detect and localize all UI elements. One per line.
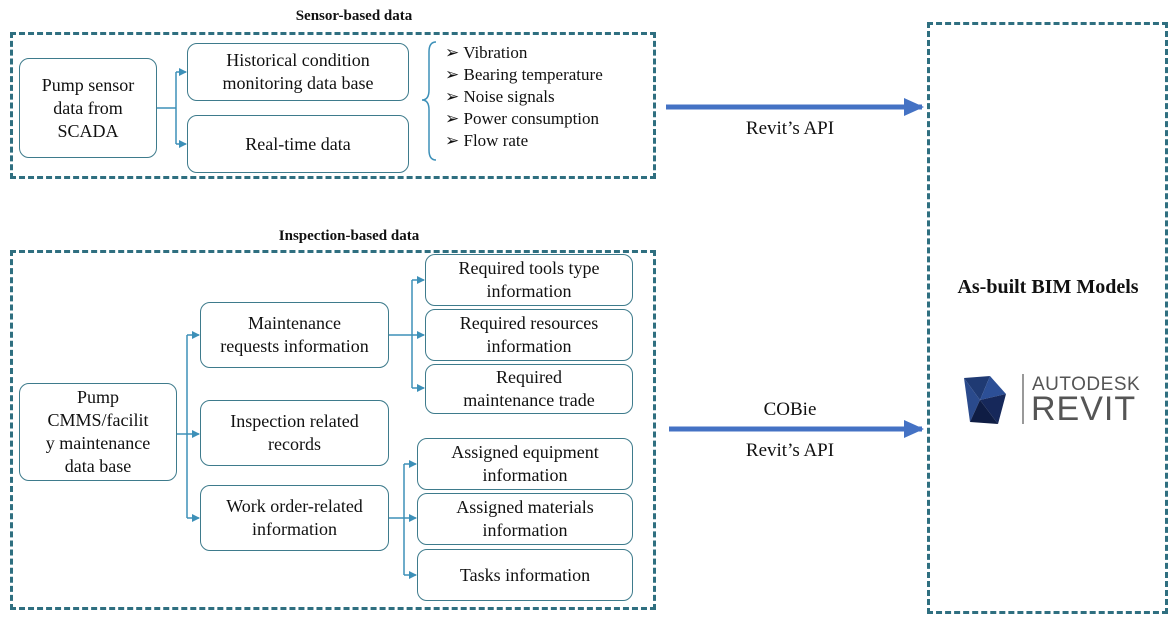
- maintenance-connector: [389, 276, 425, 392]
- logo-divider: [1022, 374, 1024, 424]
- bullet-marker-icon: ➢: [445, 65, 460, 84]
- required-resources-box: Required resources information: [425, 309, 633, 361]
- sensor-section-title: Sensor-based data: [295, 8, 413, 24]
- bullet-marker-icon: ➢: [445, 131, 460, 150]
- sensor-section-frame: [10, 32, 656, 179]
- realtime-data-box: Real-time data: [187, 115, 409, 173]
- logo-line2: REVIT: [1031, 390, 1137, 428]
- logo-line1: AUTODESK: [1032, 374, 1141, 395]
- inspection-section-title: Inspection-based data: [278, 228, 420, 244]
- inspection-source-box: Pump CMMS/facilit y maintenance data bas…: [19, 383, 177, 481]
- sensor-connector: [157, 68, 187, 148]
- historical-data-box: Historical condition monitoring data bas…: [187, 43, 409, 101]
- bullet-marker-icon: ➢: [445, 109, 460, 128]
- bullet-item: ➢ Power consumption: [445, 109, 600, 128]
- inspection-connector: [177, 331, 200, 522]
- workorder-connector: [389, 460, 417, 579]
- assigned-materials-box: Assigned materials information: [417, 493, 633, 545]
- bullet-item: ➢ Noise signals: [445, 87, 555, 106]
- bullet-marker-icon: ➢: [445, 87, 460, 106]
- required-tools-box: Required tools type information: [425, 254, 633, 306]
- bullet-item: ➢ Bearing temperature: [445, 65, 603, 84]
- sensor-arrow-label: Revit’s API: [745, 118, 835, 139]
- sensor-source-box: Pump sensor data from SCADA: [19, 58, 157, 158]
- bim-title: As-built BIM Models: [957, 276, 1139, 298]
- assigned-equipment-box: Assigned equipment information: [417, 438, 633, 490]
- required-trade-box: Required maintenance trade: [425, 364, 633, 414]
- maintenance-requests-box: Maintenance requests information: [200, 302, 389, 368]
- bullet-brace: [421, 41, 437, 161]
- inspection-section-frame: [10, 250, 656, 610]
- tasks-information-box: Tasks information: [417, 549, 633, 601]
- bullet-item: ➢ Vibration: [445, 43, 528, 62]
- bullet-marker-icon: ➢: [445, 43, 460, 62]
- bim-section-frame: [927, 22, 1168, 614]
- revit-mark-icon: [964, 376, 1006, 424]
- work-order-box: Work order-related information: [200, 485, 389, 551]
- revit-logo: AUTODESK REVIT: [960, 370, 1160, 430]
- sensor-parameter-list: ➢ Vibration ➢ Bearing temperature ➢ Nois…: [445, 42, 603, 152]
- bullet-item: ➢ Flow rate: [445, 131, 529, 150]
- inspection-records-box: Inspection related records: [200, 400, 389, 466]
- inspection-arrow-label: Revit’s API: [745, 440, 835, 461]
- cobie-label: COBie: [763, 399, 817, 420]
